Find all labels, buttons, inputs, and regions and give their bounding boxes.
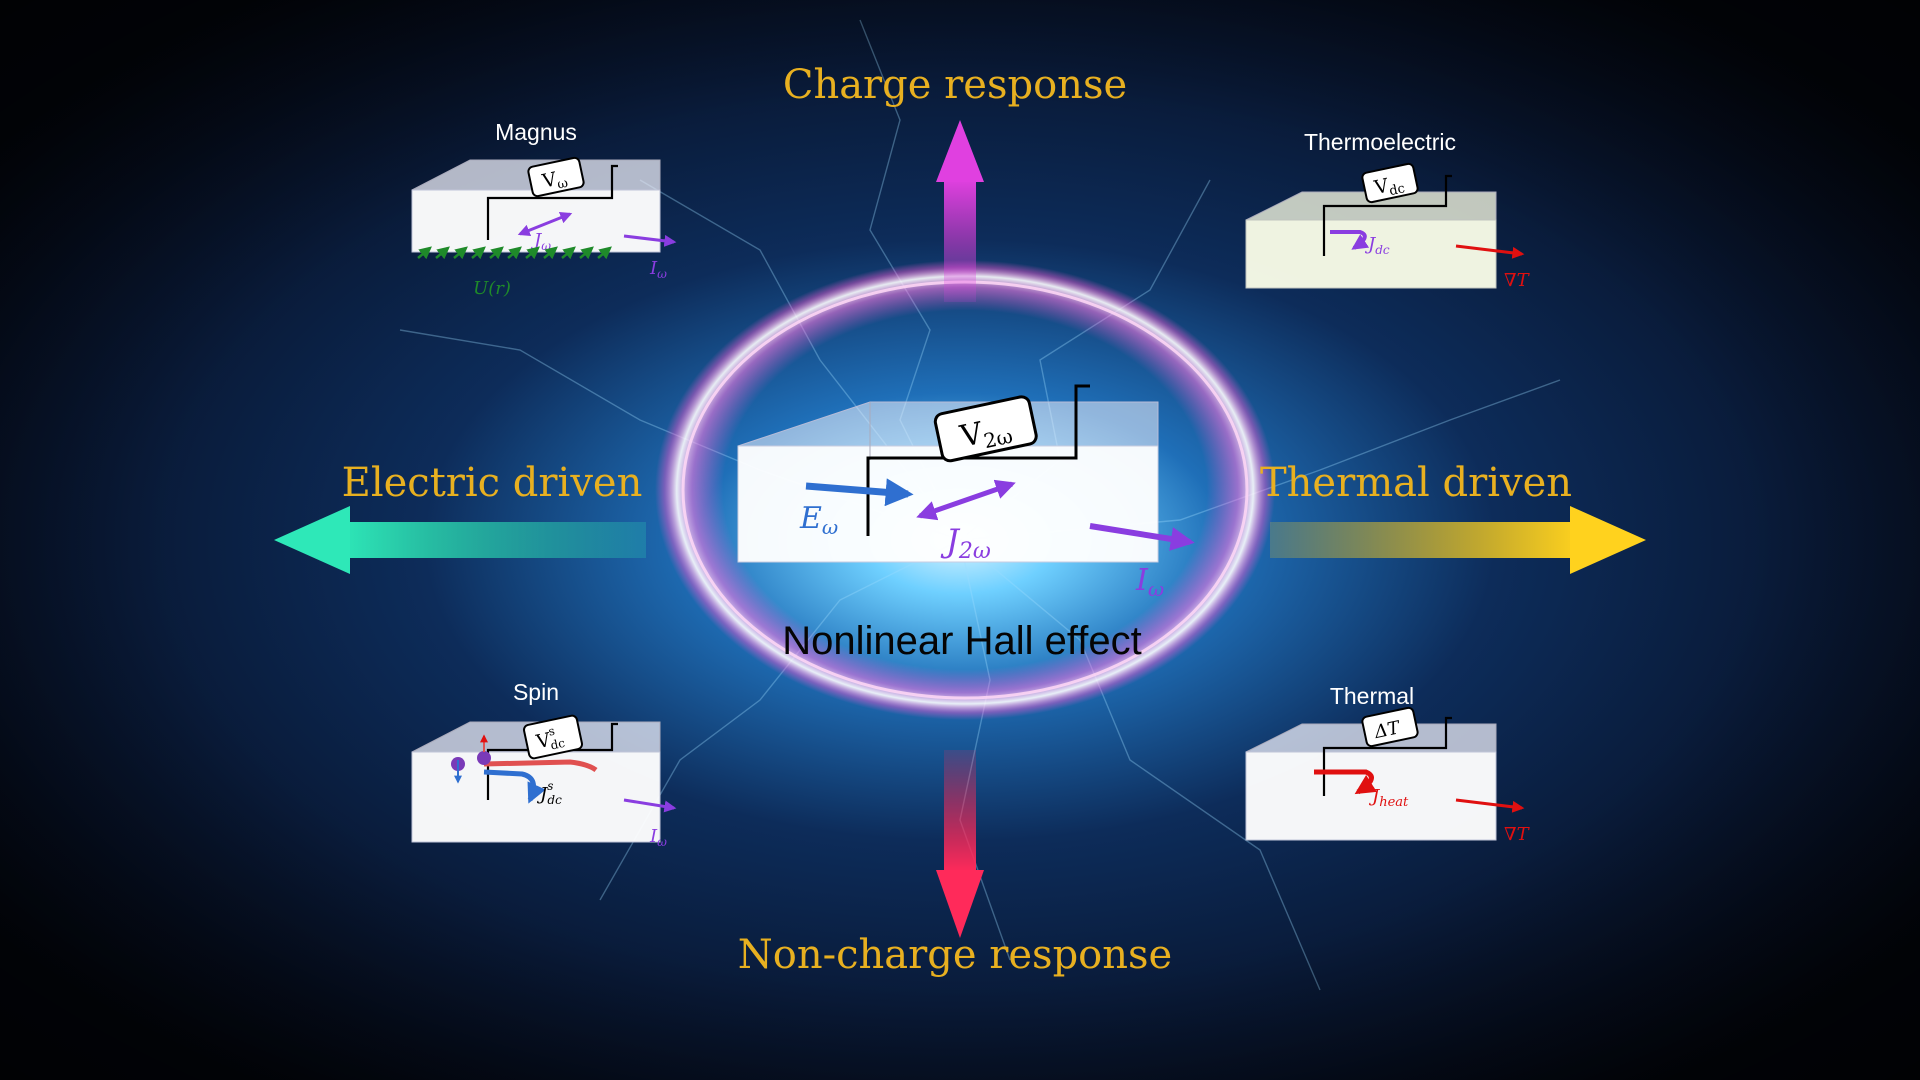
center-device: V2ω Eω J2ω Iω [737,384,1195,601]
left-arrow [274,506,646,574]
field-label: Eω [799,501,838,539]
label-charge-response: Charge response [783,62,1127,108]
center-wire [866,384,1090,536]
magnus-title: Magnus [495,119,577,145]
current-label: J2ω [940,522,991,564]
svg-text:Vdc: Vdc [1372,171,1407,202]
down-arrow [936,750,984,938]
svg-text:Jdc: Jdc [1364,234,1390,257]
svg-text:∇T: ∇T [1504,270,1531,291]
label-thermal-driven: Thermal driven [1260,460,1572,506]
current-double-arrow [916,479,1016,521]
svg-text:Iω: Iω [649,826,667,849]
spin-title: Spin [513,679,559,705]
label-electric-driven: Electric driven [342,460,643,506]
label-non-charge-response: Non-charge response [738,932,1172,978]
panel-magnus: Magnus Vω Jω Iω U(r) [411,119,677,299]
thermoelectric-title: Thermoelectric [1304,129,1456,155]
drive-arrow [1089,523,1195,551]
svg-text:Jω: Jω [530,230,551,253]
field-arrow [805,478,914,507]
center-caption: Nonlinear Hall effect [782,619,1141,663]
svg-text:Jheat: Jheat [1368,786,1409,810]
svg-text:Vω: Vω [539,166,569,196]
svg-text:Vsdc: Vsdc [533,722,567,755]
svg-text:∇T: ∇T [1504,824,1531,845]
up-arrow [936,120,984,302]
thermal-title: Thermal [1330,683,1414,709]
panel-thermoelectric: Thermoelectric Vdc Jdc ∇T [1245,129,1531,291]
panel-thermal: Thermal ΔT Jheat ∇T [1245,683,1531,845]
magnus-potential-arrows [417,246,612,260]
svg-text:Iω: Iω [649,258,667,281]
center-voltmeter [933,395,1038,463]
drive-label: Iω [1135,563,1164,601]
right-arrow [1270,506,1646,574]
magnus-potential-label: U(r) [473,278,511,299]
